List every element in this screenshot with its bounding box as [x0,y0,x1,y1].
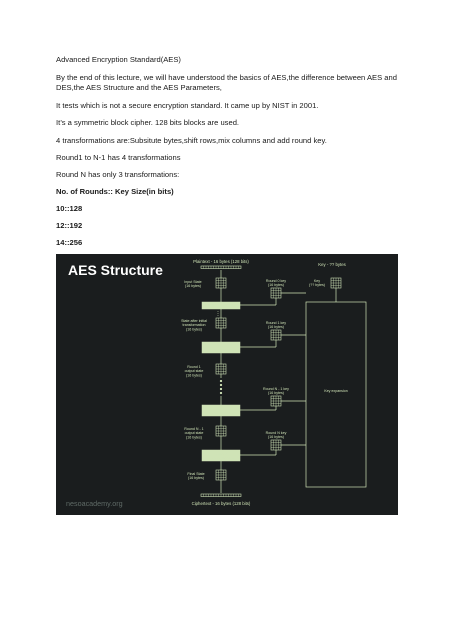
initial-transformation-box [201,301,241,310]
roundN-box-label: Round N(3 Transformation) [207,452,236,460]
ellipsis-dot [219,387,223,391]
roundN-box [201,449,241,462]
transformations-paragraph: 4 transformations are:Subsitute bytes,sh… [56,136,327,145]
key-expansion-label: Key expansion [324,389,348,393]
state-after-initial-grid [215,317,227,329]
roundN-key-grid [270,439,282,451]
ellipsis-dot [219,383,223,387]
roundN1-box [201,404,241,417]
roundN1-key-label: Round N - 1 key(16 bytes) [263,387,289,395]
rounds-row-14: 14::256 [56,238,83,247]
rounds-row-10: 10::128 [56,204,83,213]
round1-box [201,341,241,354]
ellipsis-dot [219,379,223,383]
watermark: nesoacademy.org [66,499,123,508]
key-label: Key - ?? bytes [318,262,345,267]
key-grid [330,277,342,289]
intro-line-1: By the end of this lecture, we will have… [56,73,397,82]
roundN1-box-label: Round N - 1(4 Transformation) [207,407,236,415]
ciphertext-bytes [200,493,242,497]
initial-transformation-box-label: Initial transformation [205,304,237,308]
round1-key-label: Round 1 key(16 bytes) [266,321,286,329]
final-state-grid [215,469,227,481]
rounds-table-header: No. of Rounds:: Key Size(in bits) [56,187,174,196]
round0-key-label: Round 0 key(16 bytes) [266,279,286,287]
round1-key-grid [270,329,282,341]
round1-paragraph: Round1 to N-1 has 4 transformations [56,153,181,162]
roundN-paragraph: Round N has only 3 transformations: [56,170,180,179]
document-heading: Advanced Encryption Standard(AES) [56,55,181,64]
input-state-label: Input State(16 bytes) [184,280,201,288]
round0-key-grid [270,287,282,299]
input-state-grid [215,277,227,289]
cipher-paragraph: It’s a symmetric block cipher. 128 bits … [56,118,240,127]
plaintext-bytes [200,265,242,269]
plaintext-label: Plaintext - 16 bytes (128 bits) [193,259,249,264]
ciphertext-label: Ciphertext - 16 bytes (128 bits) [192,501,251,506]
roundN-key-label: Round N key(16 bytes) [266,431,287,439]
nist-paragraph: It tests which is not a secure encryptio… [56,101,319,110]
round1-output-grid [215,363,227,375]
key-box-label: Key(?? bytes) [309,279,325,287]
aes-structure-diagram: AES Structure nesoacademy.org Plaintext - … [66,259,367,508]
final-state-label: Final State(16 bytes) [187,472,204,480]
rounds-row-12: 12::192 [56,221,83,230]
key-expansion-box [305,301,367,488]
aes-structure-figure: AES Structure nesoacademy.org Plaintext - … [56,254,398,515]
roundN1-key-grid [270,395,282,407]
ellipsis-dot [219,391,223,395]
round1-box-label: Round 1(4 Transformation) [207,344,236,352]
intro-line-2: DES,the AES Structure and the AES Parame… [56,83,222,92]
roundN1-output-grid [215,425,227,437]
figure-title: AES Structure [68,262,163,278]
